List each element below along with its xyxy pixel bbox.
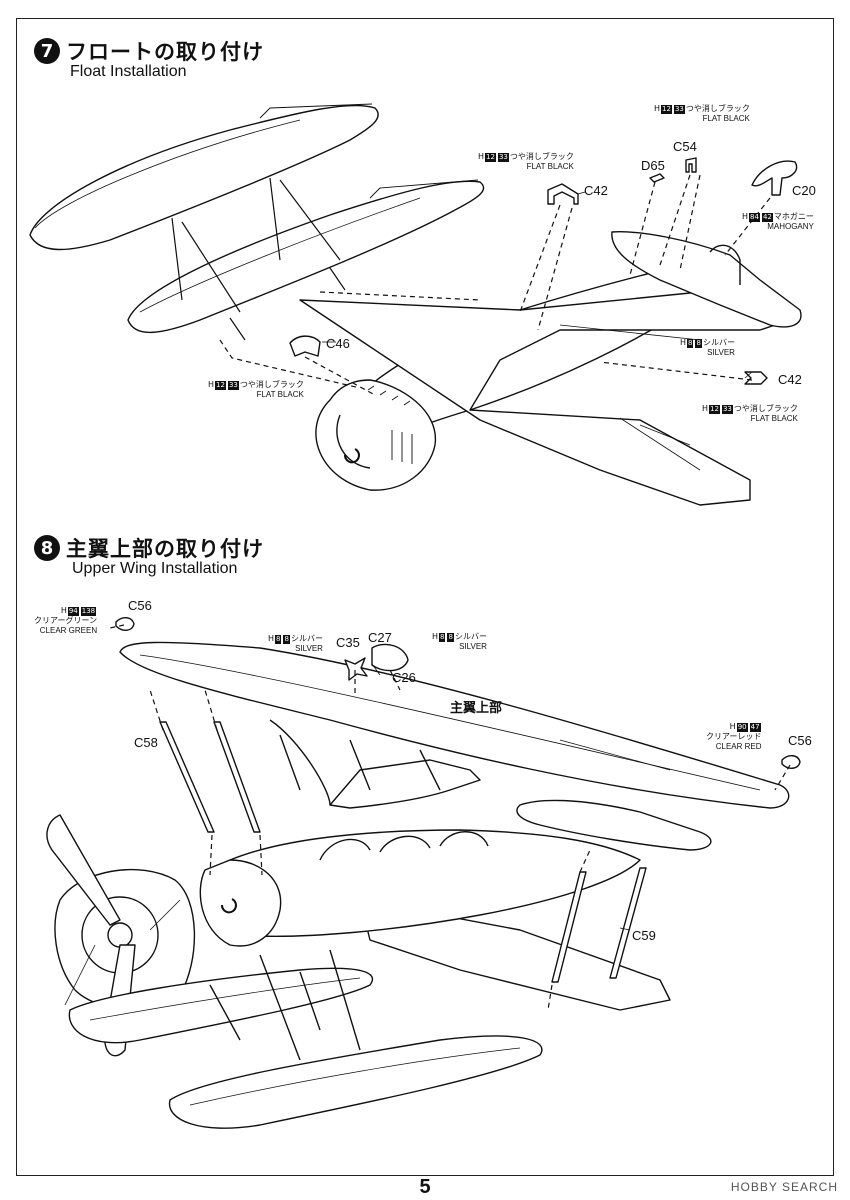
step7-header: 7 フロートの取り付け xyxy=(34,36,264,66)
page-number: 5 xyxy=(419,1176,431,1198)
part-c42-bottom-shape xyxy=(744,371,768,385)
part-label-c58: C58 xyxy=(134,735,158,750)
fuselage-step8-illustration xyxy=(199,829,641,947)
lower-wing-step8-illustration xyxy=(359,799,712,1011)
step8-number: 8 xyxy=(34,535,60,561)
part-c56-right-shape xyxy=(781,755,801,769)
part-c46-shape xyxy=(289,335,321,357)
part-c54-shape xyxy=(685,157,697,173)
float-right-illustration xyxy=(127,179,485,334)
floats-step8-illustration xyxy=(68,949,543,1129)
part-label-c20: C20 xyxy=(792,183,816,198)
watermark: HOBBY SEARCH xyxy=(730,1180,838,1194)
part-label-c59: C59 xyxy=(632,928,656,943)
interplane-struts-illustration xyxy=(159,721,647,983)
part-c20-shape xyxy=(751,160,798,196)
part-label-c27: C27 xyxy=(368,630,392,645)
part-label-c56-right: C56 xyxy=(788,733,812,748)
tail-step7-illustration xyxy=(611,231,802,328)
part-c35-shape xyxy=(344,657,368,681)
part-c27-shape xyxy=(371,643,409,672)
part-label-d65: D65 xyxy=(641,158,665,173)
upper-wing-callout: 主翼上部 xyxy=(450,701,503,716)
part-c42-top-shape xyxy=(547,183,579,205)
part-d65-shape xyxy=(649,173,665,183)
cowling-detail-step7 xyxy=(367,385,413,464)
part-label-c46: C46 xyxy=(326,336,350,351)
part-label-c35: C35 xyxy=(336,635,360,650)
part-label-c26: C26 xyxy=(392,670,416,685)
part-label-c54: C54 xyxy=(673,139,697,154)
step8-title: 主翼上部の取り付け xyxy=(66,537,264,561)
float-left-illustration xyxy=(29,103,379,251)
step7-subtitle: Float Installation xyxy=(70,63,187,80)
part-label-c56-left: C56 xyxy=(128,598,152,613)
part-c56-left-shape xyxy=(115,617,135,631)
cabane-struts-illustration xyxy=(269,719,481,809)
step8-header: 8 主翼上部の取り付け xyxy=(34,533,264,563)
part-label-c42-bottom: C42 xyxy=(778,372,802,387)
page-frame xyxy=(16,18,834,1176)
float-struts-illustration xyxy=(171,177,346,341)
part-label-c42-top: C42 xyxy=(584,183,608,198)
step7-number: 7 xyxy=(34,38,60,64)
step7-title: フロートの取り付け xyxy=(66,40,264,64)
step8-subtitle: Upper Wing Installation xyxy=(72,560,238,577)
upper-wing-illustration xyxy=(119,641,790,809)
